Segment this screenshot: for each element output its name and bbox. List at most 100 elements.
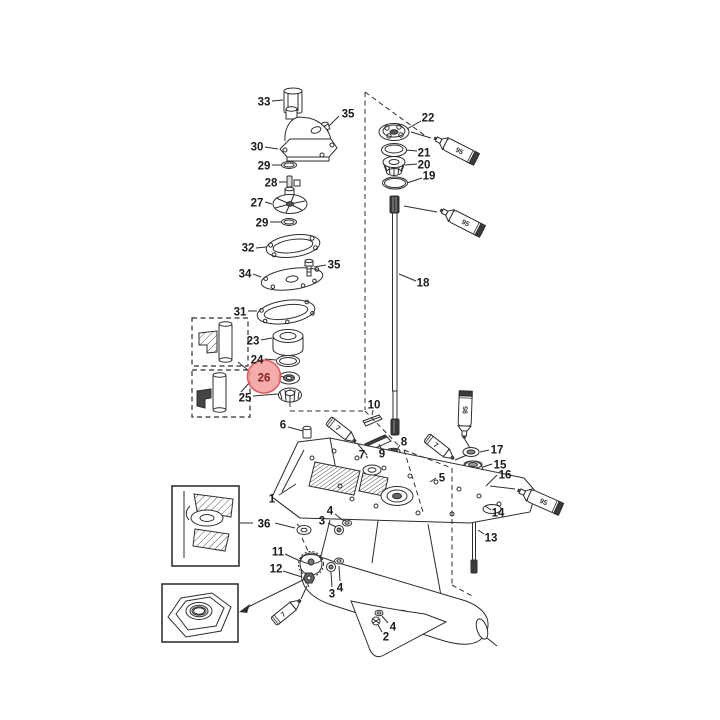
callout-2[interactable]: 2 bbox=[383, 631, 389, 643]
callout-29[interactable]: 29 bbox=[258, 160, 271, 172]
leader-line bbox=[274, 522, 296, 529]
tube-leader-line bbox=[454, 454, 468, 461]
lubricant-tube-95: 95 bbox=[516, 488, 565, 516]
callout-34[interactable]: 34 bbox=[239, 268, 252, 280]
callout-19[interactable]: 19 bbox=[423, 170, 436, 182]
callout-9[interactable]: 9 bbox=[379, 448, 385, 460]
callout-23[interactable]: 23 bbox=[247, 335, 260, 347]
callout-3[interactable]: 3 bbox=[329, 588, 335, 600]
selected-part-highlight bbox=[246, 359, 282, 394]
leader-line bbox=[371, 409, 374, 416]
lubricant-tube-7: 7 bbox=[325, 416, 357, 443]
lubricant-tube-95: 95 bbox=[433, 136, 481, 166]
callout-3[interactable]: 3 bbox=[319, 515, 325, 527]
part-29-seal-lower-art bbox=[281, 218, 297, 226]
callout-36[interactable]: 36 bbox=[258, 518, 271, 530]
part-29-seal-upper-art bbox=[281, 161, 297, 169]
callout-20[interactable]: 20 bbox=[418, 159, 431, 171]
leader-line bbox=[328, 115, 340, 127]
leader-line bbox=[405, 149, 418, 152]
part-24-oring-art bbox=[276, 355, 300, 367]
callout-17[interactable]: 17 bbox=[491, 444, 504, 456]
leader-line bbox=[477, 529, 485, 535]
tube-leader-line bbox=[300, 585, 308, 600]
detail-arrow bbox=[239, 578, 306, 613]
leader-line bbox=[377, 624, 383, 633]
leader-line bbox=[282, 570, 303, 578]
tube-leader-line bbox=[356, 442, 368, 456]
callout-32[interactable]: 32 bbox=[242, 242, 255, 254]
callout-27[interactable]: 27 bbox=[251, 197, 264, 209]
callout-22[interactable]: 22 bbox=[422, 112, 435, 124]
dashed-axis-line bbox=[403, 449, 453, 469]
leader-line bbox=[287, 426, 304, 432]
leader-line bbox=[429, 477, 437, 483]
leader-line bbox=[330, 571, 333, 588]
leader-line bbox=[484, 505, 492, 511]
callout-14[interactable]: 14 bbox=[492, 507, 505, 519]
callout-6[interactable]: 6 bbox=[280, 419, 286, 431]
part-35-bottom-bolt-art bbox=[304, 258, 314, 277]
callout-25[interactable]: 25 bbox=[239, 392, 252, 404]
callout-35[interactable]: 35 bbox=[328, 259, 341, 271]
part-11-gear-art bbox=[298, 551, 324, 577]
callout-1[interactable]: 1 bbox=[269, 493, 276, 505]
leader-line bbox=[260, 337, 273, 341]
tube-label-95: 95 bbox=[460, 219, 470, 229]
callout-15[interactable]: 15 bbox=[494, 459, 507, 471]
callout-4[interactable]: 4 bbox=[337, 582, 344, 594]
dashed-axis-line bbox=[451, 584, 475, 598]
callout-16[interactable]: 16 bbox=[499, 469, 512, 481]
leader-line bbox=[381, 615, 389, 624]
tool-box-lower bbox=[191, 369, 251, 418]
part-30-water-pump-cover-art bbox=[279, 106, 338, 162]
callout-10[interactable]: 10 bbox=[368, 399, 381, 411]
part-23-seal-carrier-art bbox=[272, 329, 304, 356]
part-3-nut-mid-art bbox=[326, 562, 336, 572]
callout-5[interactable]: 5 bbox=[439, 472, 446, 484]
assembly-axis-lines bbox=[289, 91, 475, 598]
callout-4[interactable]: 4 bbox=[390, 621, 397, 633]
leader-line bbox=[395, 444, 401, 452]
callout-8[interactable]: 8 bbox=[401, 436, 408, 448]
leader-line bbox=[482, 463, 493, 468]
part-4-washer-mid-art bbox=[334, 557, 344, 565]
callout-24[interactable]: 24 bbox=[251, 354, 264, 366]
leader-line bbox=[404, 163, 418, 166]
callout-35[interactable]: 35 bbox=[342, 108, 355, 120]
part-2-screw-art bbox=[371, 616, 381, 626]
callout-21[interactable]: 21 bbox=[418, 147, 431, 159]
callout-30[interactable]: 30 bbox=[251, 141, 264, 153]
leader-line bbox=[406, 177, 423, 184]
callout-12[interactable]: 12 bbox=[270, 563, 283, 575]
callout-28[interactable]: 28 bbox=[265, 177, 278, 189]
part-1-gearcase-housing-art bbox=[271, 437, 537, 658]
callout-18[interactable]: 18 bbox=[417, 277, 430, 289]
inset-cross-section-box bbox=[171, 485, 240, 567]
tube-label-7: 7 bbox=[432, 442, 439, 450]
callout-4[interactable]: 4 bbox=[327, 505, 334, 517]
dashed-axis-line bbox=[403, 449, 424, 513]
part-25-bearing-art bbox=[278, 387, 302, 403]
lubricant-tube-95: 95 bbox=[457, 390, 473, 439]
dashed-axis-line bbox=[301, 537, 310, 554]
callout-7[interactable]: 7 bbox=[359, 449, 365, 461]
callout-29[interactable]: 29 bbox=[256, 217, 269, 229]
leader-line bbox=[485, 474, 498, 487]
highlight-circle-part-26[interactable] bbox=[246, 359, 282, 394]
part-26-seal-art bbox=[278, 371, 300, 385]
tool-connector-line bbox=[237, 361, 250, 372]
part-18-driveshaft-art bbox=[389, 195, 400, 436]
leader-line bbox=[278, 483, 297, 496]
callout-13[interactable]: 13 bbox=[485, 532, 498, 544]
part-28-key-art bbox=[286, 175, 301, 188]
callout-31[interactable]: 31 bbox=[234, 306, 247, 318]
leader-line bbox=[313, 264, 327, 268]
callout-33[interactable]: 33 bbox=[258, 96, 271, 108]
leader-line bbox=[252, 393, 279, 397]
callout-11[interactable]: 11 bbox=[272, 546, 285, 558]
part-36-clip-art bbox=[296, 523, 312, 535]
tube-label-95: 95 bbox=[463, 406, 470, 414]
callout-26[interactable]: 26 bbox=[258, 372, 271, 384]
